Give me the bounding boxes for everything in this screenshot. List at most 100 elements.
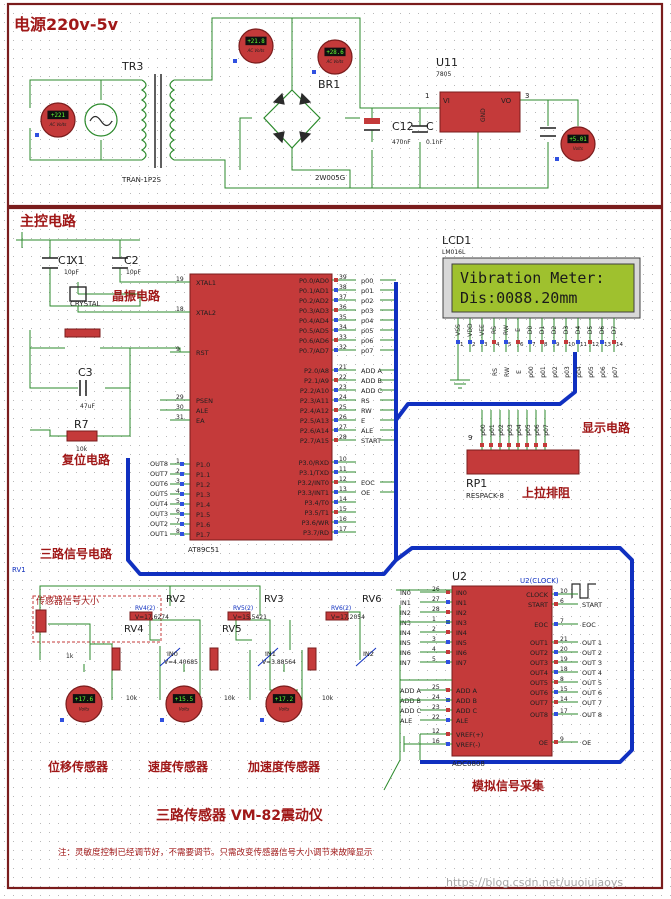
mcu-pin-num: 21	[339, 364, 347, 371]
pin-state-marker	[334, 520, 338, 524]
sensor-signal-box	[32, 595, 162, 643]
c2-value: 10pF	[126, 269, 141, 276]
adc-net-label: IN2	[400, 609, 411, 617]
sensor-parts: 1kRV2RV4(2)V=17.6274IN010kRV3RV5(2)V=15.…	[35, 594, 382, 774]
mcu-pin-name: P3.1/TXD	[299, 469, 329, 477]
display-circuit-label: 显示电路	[582, 420, 631, 435]
pin-state-marker	[334, 368, 338, 372]
pin-state-marker	[446, 650, 450, 654]
probe-label: RV4(2)	[135, 605, 155, 612]
c1-value: 10pF	[64, 269, 79, 276]
mcu-net-label: p00	[361, 277, 373, 285]
mcu-pin-num: 29	[176, 394, 184, 401]
pin-state-marker	[564, 340, 568, 344]
lcd-pin-num: 6	[520, 342, 524, 348]
potentiometer-top[interactable]	[227, 611, 251, 621]
potentiometer-voltage: V=3.88564	[262, 659, 296, 666]
pin-state-marker	[334, 438, 338, 442]
adc-pin-name: ADD A	[456, 687, 478, 695]
pin-state-marker	[446, 732, 450, 736]
potentiometer-top[interactable]	[325, 611, 349, 621]
lcd-net-label: p00	[528, 366, 535, 378]
potentiometer-voltage: V=4.40685	[164, 659, 198, 666]
transformer-tr3	[140, 74, 176, 168]
adc-pin-num: 21	[560, 636, 568, 643]
potentiometer-name: RV3	[264, 594, 284, 605]
lcd-pin-name: VEE	[479, 324, 486, 336]
rp1-net-label: p05	[525, 424, 532, 436]
adc-pin-num: 15	[560, 686, 568, 693]
mcu-p1-net: OUT6	[150, 480, 168, 488]
adc-adc0808	[451, 585, 553, 757]
adc-pin-num: 9	[560, 736, 564, 743]
adc-pin-name: IN0	[456, 589, 467, 597]
mcu-net-label: ADD B	[361, 377, 382, 385]
pin-state-marker	[334, 428, 338, 432]
resistor-10k-label: 10k	[126, 695, 138, 702]
mcu-pin-name: P2.7/A15	[300, 437, 329, 445]
adc-pin-num: 20	[560, 646, 568, 653]
lcd-net-label: p04	[576, 366, 583, 378]
mcu-pin-name: P0.7/AD7	[299, 347, 329, 355]
mcu-pin-num: 32	[339, 344, 347, 351]
pin-state-marker	[446, 630, 450, 634]
regulator-u11	[439, 91, 521, 133]
adc-pin-name: OUT2	[530, 649, 548, 657]
pin-state-marker	[180, 502, 184, 506]
adc-net-label: IN4	[400, 629, 411, 637]
voltmeter-unit: Volts	[279, 706, 290, 712]
voltmeter-value: +17.6	[75, 696, 94, 703]
c-value: 0.1nF	[426, 139, 443, 146]
mcu-pin-num: 34	[339, 324, 347, 331]
adc-net-label: IN6	[400, 649, 411, 657]
pin-state-marker	[555, 157, 559, 161]
potentiometer-name: RV6	[362, 594, 382, 605]
pin-state-marker	[507, 443, 511, 447]
mcu-pin-name: P2.0/A8	[304, 367, 329, 375]
mcu-pin-num: 16	[339, 516, 347, 523]
capacitor-c	[412, 125, 428, 133]
adc-pin-num: 2	[432, 626, 436, 633]
voltmeter-value: +17.2	[275, 696, 294, 703]
pin-state-marker	[480, 443, 484, 447]
mcu-pin-num: 14	[339, 496, 347, 503]
mcu-pin-name: P0.5/AD5	[299, 327, 329, 335]
u11-model: 7805	[436, 71, 451, 78]
u11-vi: VI	[443, 97, 450, 105]
pin-state-marker	[334, 308, 338, 312]
rp1-net-label: p02	[498, 424, 505, 436]
r7-label: R7	[74, 418, 89, 431]
adc-pin-name: OUT1	[530, 639, 548, 647]
net-arrow	[159, 647, 181, 667]
reset-button[interactable]	[64, 328, 101, 338]
sensor-type-label: 速度传感器	[148, 759, 209, 774]
adc-pin-num: 14	[560, 696, 568, 703]
pin-state-marker	[334, 500, 338, 504]
adc-pin-name: IN5	[456, 639, 467, 647]
net-in-label: IN2	[363, 650, 374, 658]
lcd-pin-name: RW	[503, 325, 510, 335]
u11-vo: VO	[501, 97, 512, 105]
mcu-pin-num: 30	[176, 404, 184, 411]
power-wires	[29, 17, 579, 189]
pin-state-marker	[334, 480, 338, 484]
lcd-pin-name: D5	[587, 326, 594, 335]
potentiometer-top[interactable]	[129, 611, 153, 621]
pin-state-marker	[554, 740, 558, 744]
lcd-net-label: RS	[492, 368, 499, 376]
mcu-pin-num: 36	[339, 304, 347, 311]
potentiometer-rv1[interactable]	[35, 609, 47, 633]
adc-pin-num: 7	[560, 618, 564, 625]
capacitor-c12	[364, 118, 380, 131]
pin-state-marker	[446, 610, 450, 614]
pin-state-marker	[334, 328, 338, 332]
pin-state-marker	[446, 708, 450, 712]
adc-pin-num: 25	[432, 684, 440, 691]
mcu-pin-name: P2.1/A9	[304, 377, 329, 385]
pin-state-marker	[334, 278, 338, 282]
mcu-p1-net: OUT7	[150, 470, 168, 478]
voltmeter: +21.8AC Volts	[233, 28, 274, 64]
lcd-line-2: Dis:0088.20mm	[460, 289, 577, 307]
